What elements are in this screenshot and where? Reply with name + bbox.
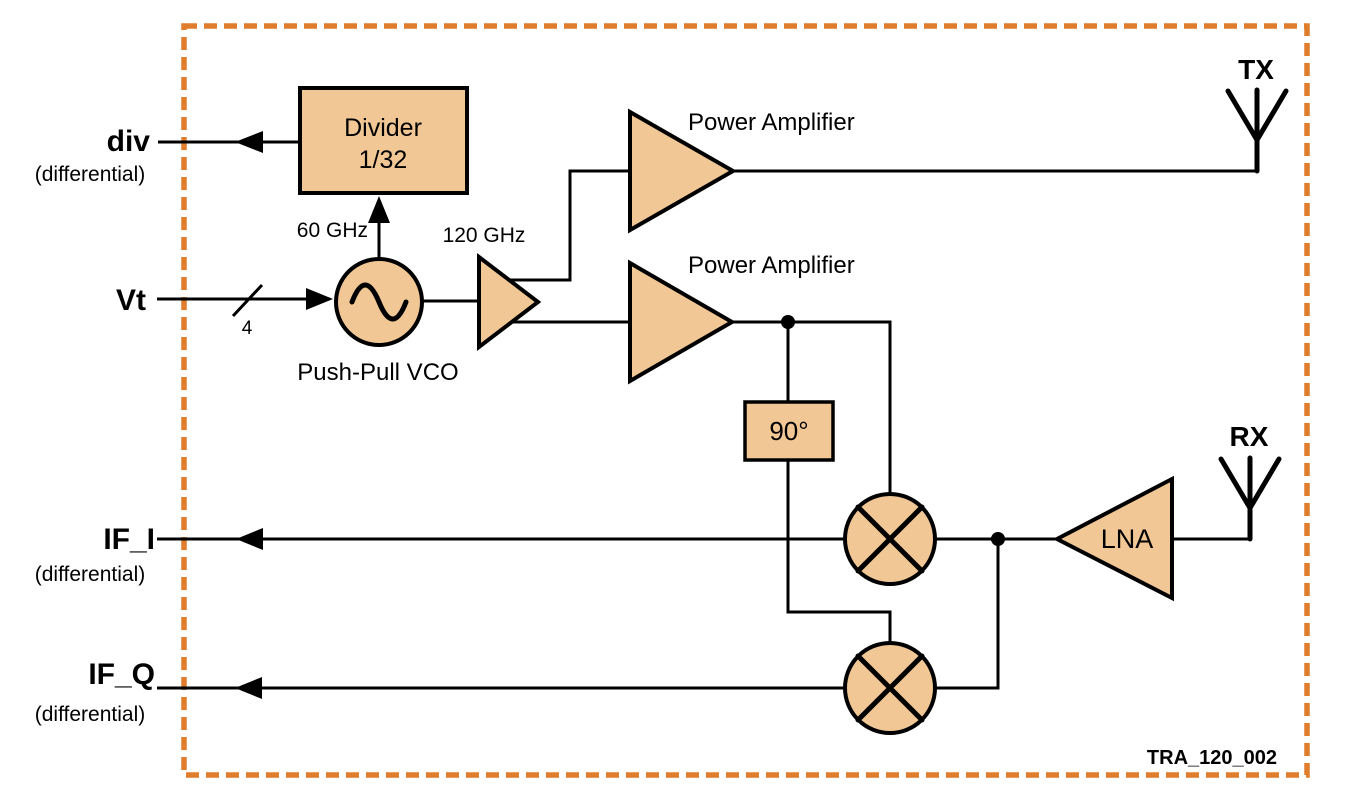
if-i-port-label: IF_I	[103, 523, 155, 556]
phase-shifter-block: 90°	[743, 400, 892, 643]
divider-block: Divider 1/32	[298, 86, 469, 195]
phase-shifter-label: 90°	[769, 416, 808, 446]
port-div: div (differential)	[35, 125, 300, 186]
pa-tx-block: Power Amplifier	[628, 108, 1257, 234]
rx-port-label: RX	[1230, 421, 1269, 452]
phase-shifted-lo-wire	[786, 460, 892, 643]
vt-bus-width-label: 4	[242, 318, 253, 339]
if-q-differential-note: (differential)	[35, 703, 146, 726]
pa-tx-triangle	[628, 108, 738, 234]
chip-boundary-dashed-border	[181, 23, 1310, 778]
divider-box	[298, 86, 469, 195]
rf-to-mixer-q-wire	[935, 539, 1000, 690]
tx-antenna-icon	[1225, 87, 1289, 174]
up-arrow-icon	[368, 196, 390, 223]
buffer-amp-triangle	[477, 252, 542, 352]
pa-lo-triangle	[628, 259, 736, 385]
vt-arrow-right-icon	[306, 288, 333, 310]
vco-caption: Push-Pull VCO	[297, 359, 458, 386]
mixer-cross-icon	[855, 653, 925, 723]
pa-lo-caption: Power Amplifier	[688, 252, 855, 279]
port-if-i: IF_I (differential)	[35, 523, 845, 586]
tx-port-label: TX	[1238, 54, 1274, 85]
tx-antenna: TX	[1225, 54, 1289, 174]
pa-lo-block: Power Amplifier	[628, 252, 892, 494]
phase-shifter-box	[743, 400, 835, 462]
freq-120ghz-label: 120 GHz	[443, 224, 526, 247]
lna-block: LNA	[1052, 475, 1250, 602]
sine-wave-icon	[349, 282, 409, 322]
div-arrow-left-icon	[235, 131, 263, 153]
divider-ratio: 1/32	[359, 146, 408, 174]
rf-path	[935, 532, 1057, 690]
buffer-to-pa-tx-wire	[510, 169, 630, 282]
port-if-q: IF_Q (differential)	[35, 658, 845, 726]
if-q-arrow-left-icon	[235, 677, 262, 699]
mixer-i-block	[843, 492, 937, 586]
vt-bus-slash-icon	[231, 283, 264, 318]
divider-title: Divider	[344, 114, 422, 142]
vt-port-label: Vt	[116, 284, 146, 317]
buffer-amplifier: 120 GHz	[422, 169, 630, 352]
vco-to-divider-wire: 60 GHz	[297, 196, 390, 259]
rx-antenna-icon	[1218, 455, 1282, 542]
rx-antenna: RX	[1218, 421, 1282, 542]
freq-60ghz-label: 60 GHz	[297, 219, 368, 242]
mixer-cross-icon	[855, 504, 925, 574]
mixer-q-block	[843, 641, 937, 735]
div-differential-note: (differential)	[35, 163, 146, 186]
if-i-arrow-left-icon	[236, 528, 263, 550]
vco-block: Push-Pull VCO	[297, 257, 459, 386]
port-vt: 4 Vt	[116, 283, 333, 339]
if-i-differential-note: (differential)	[35, 563, 146, 586]
lna-label: LNA	[1101, 524, 1154, 554]
if-q-port-label: IF_Q	[88, 658, 155, 691]
div-port-label: div	[107, 125, 151, 158]
pa-tx-caption: Power Amplifier	[688, 109, 855, 136]
part-number-label: TRA_120_002	[1147, 747, 1277, 769]
